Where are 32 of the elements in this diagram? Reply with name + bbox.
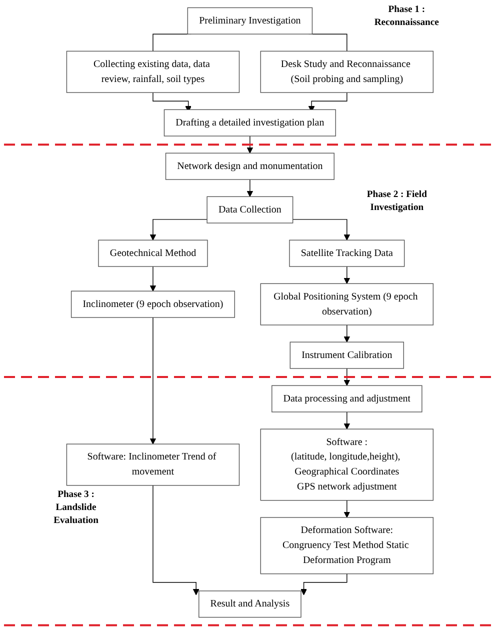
arrow — [292, 219, 350, 240]
arrow — [152, 485, 200, 596]
node-box: Network design and monumentation — [165, 152, 335, 180]
arrow — [344, 412, 350, 430]
arrow — [150, 266, 156, 292]
phase-label: Phase 2 : Field Investigation — [366, 188, 428, 215]
node-box: Data processing and adjustment — [272, 385, 422, 412]
node-box: Software: Inclinometer Trend of movement — [66, 444, 240, 486]
arrow — [344, 500, 350, 518]
arrow — [246, 179, 254, 197]
arrow — [246, 136, 254, 154]
node-box: Satellite Tracking Data — [289, 240, 405, 267]
arrow — [150, 219, 208, 240]
node-box: Inclinometer (9 epoch observation) — [71, 290, 236, 318]
node-box: Desk Study and Reconnaissance (Soil probing and sampling) — [260, 50, 434, 93]
node-box: Result and Analysis — [198, 590, 302, 618]
node-box: Drafting a detailed investigation plan — [164, 109, 336, 136]
phase-label: Phase 1 : Reconnaissance — [374, 4, 440, 30]
node-box: Global Positioning System (9 epoch observation) — [260, 283, 434, 326]
arrow — [300, 573, 348, 596]
arrow — [150, 317, 156, 444]
arrow — [344, 368, 350, 386]
node-box: Instrument Calibration — [290, 342, 404, 369]
node-box: Geotechnical Method — [98, 240, 208, 267]
phase-label: Phase 3 : Landslide Evaluation — [52, 489, 100, 528]
arrow — [344, 266, 350, 284]
node-box: Data Collection — [206, 196, 294, 224]
node-box: Deformation Software: Congruency Test Method Static Deformation Program — [260, 517, 434, 574]
node-box: Collecting existing data, data review, rainfall, soil types — [66, 50, 240, 93]
node-box: Preliminary Investigation — [187, 7, 313, 34]
node-box: Software : (latitude, longitude,height), Geographical Coordinates GPS network adjustment — [260, 428, 434, 501]
arrow — [344, 324, 350, 342]
